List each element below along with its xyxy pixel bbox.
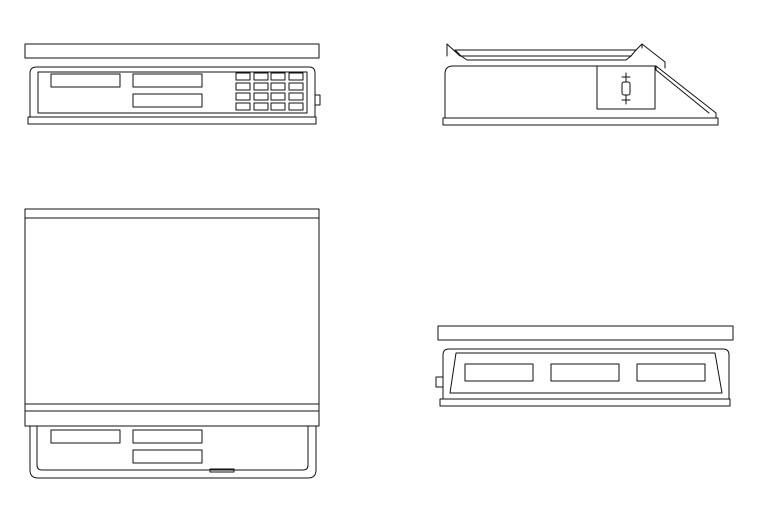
front-base xyxy=(27,116,317,125)
keypad-key xyxy=(288,72,304,81)
top-view xyxy=(24,208,320,479)
top-display-weight xyxy=(50,429,121,444)
front-display-unit-price xyxy=(132,73,203,88)
side-platter-underside xyxy=(460,55,632,61)
side-connector-panel xyxy=(596,65,656,110)
side-platter-edges xyxy=(446,43,666,69)
top-display-total-price xyxy=(132,449,203,464)
top-platter-back-edge xyxy=(24,208,320,219)
side-body xyxy=(444,65,717,119)
keypad-key xyxy=(270,72,286,81)
rear-weighing-platter xyxy=(437,325,734,341)
top-front-tab xyxy=(209,468,235,473)
keypad-key xyxy=(288,82,304,91)
front-weighing-platter xyxy=(24,43,320,59)
keypad-key xyxy=(270,102,286,111)
keypad-key xyxy=(235,72,251,81)
rear-display-total-price xyxy=(636,363,706,382)
front-keypad xyxy=(235,72,304,111)
side-sloped-panel xyxy=(655,65,710,114)
top-body-outline xyxy=(29,425,317,479)
keypad-key xyxy=(235,92,251,101)
top-display-unit-price xyxy=(132,429,203,444)
keypad-key xyxy=(288,92,304,101)
top-platter-lip xyxy=(24,403,320,412)
side-view xyxy=(442,43,719,126)
rear-side-knob xyxy=(435,376,444,388)
keypad-key xyxy=(253,92,269,101)
rear-panel-inset xyxy=(449,352,723,394)
front-view xyxy=(24,43,321,125)
rear-view xyxy=(435,325,734,407)
keypad-key xyxy=(253,82,269,91)
keypad-key xyxy=(288,102,304,111)
side-platter xyxy=(454,49,637,57)
front-display-total-price xyxy=(132,93,203,108)
front-panel-inset xyxy=(37,71,308,114)
side-base xyxy=(442,117,719,126)
keypad-key xyxy=(270,92,286,101)
rear-display-weight xyxy=(464,363,534,382)
top-weighing-platter xyxy=(24,217,320,405)
front-display-weight xyxy=(50,73,121,88)
rear-body xyxy=(442,348,730,400)
keypad-key xyxy=(253,102,269,111)
keypad-key xyxy=(253,72,269,81)
front-side-knob xyxy=(314,94,321,106)
keypad-key xyxy=(235,102,251,111)
top-panel-inset xyxy=(36,425,309,471)
top-platter-front-edge xyxy=(24,410,320,427)
rear-base xyxy=(439,398,731,407)
keypad-key xyxy=(235,82,251,91)
cable-port-icon xyxy=(621,72,631,105)
keypad-key xyxy=(270,82,286,91)
rear-display-unit-price xyxy=(550,363,620,382)
